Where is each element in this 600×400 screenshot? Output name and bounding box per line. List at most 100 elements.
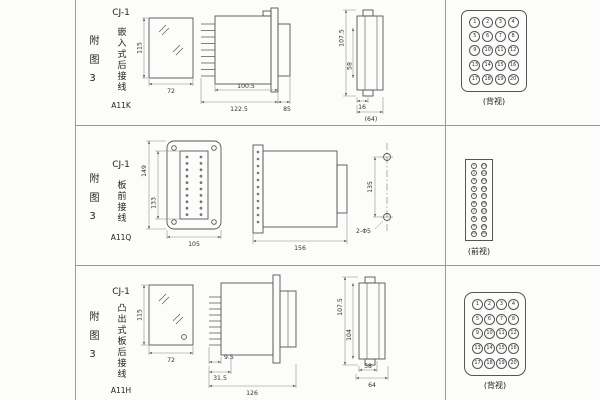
terminal-pin: 4 bbox=[471, 185, 477, 192]
row3-front-dim-lines bbox=[141, 284, 194, 355]
terminal-pin: 2 bbox=[471, 170, 477, 177]
terminal-pin: 20 bbox=[508, 357, 519, 369]
terminal-pin: 19 bbox=[496, 357, 507, 369]
model-code-row1: A11K bbox=[111, 101, 131, 110]
model-label-row3: CJ-1 凸出式板后接线 A11H bbox=[106, 287, 136, 395]
row3-dim-9-5: 9.5 bbox=[224, 354, 234, 361]
terminal-pin: 13 bbox=[481, 177, 487, 184]
row3-side-dim-lines bbox=[208, 347, 297, 388]
row3-dimension-drawings: 115 72 9.5 31.5 126 bbox=[137, 274, 389, 397]
terminal-pin: 9 bbox=[471, 223, 477, 230]
terminal-pin: 19 bbox=[494, 73, 506, 85]
terminal-pin: 7 bbox=[496, 313, 507, 325]
row1-dim-58: 58 bbox=[347, 62, 354, 70]
terminal-pin: 15 bbox=[496, 343, 507, 355]
terminal-pin: 1 bbox=[471, 162, 477, 169]
terminal-pin: 11 bbox=[494, 45, 506, 57]
terminal-pin: 19 bbox=[481, 223, 487, 230]
model-type-row1: 嵌入式后接线 bbox=[115, 26, 126, 93]
row2-front-view bbox=[166, 140, 222, 230]
row3-front-view bbox=[148, 284, 194, 346]
terminal-pin: 14 bbox=[481, 185, 487, 192]
row2-dim-135: 135 bbox=[367, 181, 374, 193]
row1-side-dim-lines bbox=[200, 77, 291, 104]
row2-dim-156: 156 bbox=[294, 245, 306, 252]
model-code-row3: A11H bbox=[110, 386, 132, 395]
terminal-pin: 6 bbox=[482, 31, 494, 43]
row1-dim-64: (64) bbox=[365, 116, 378, 123]
terminal-pin: 18 bbox=[481, 215, 487, 222]
row2-drilling-plan bbox=[373, 143, 393, 231]
row2-side-dim-lines bbox=[252, 214, 348, 244]
terminal-pin: 17 bbox=[472, 357, 483, 369]
terminal-pin: 8 bbox=[508, 313, 519, 325]
row3-dim-64: 64 bbox=[368, 382, 376, 389]
terminal-pin: 2 bbox=[484, 299, 495, 311]
row1-dim-72: 72 bbox=[167, 88, 175, 95]
row1-dim-122-5: 122.5 bbox=[230, 106, 248, 113]
terminal-pin: 1 bbox=[472, 299, 483, 311]
row3-dim-107-5: 107.5 bbox=[337, 298, 344, 316]
row1-dim-107-5: 107.5 bbox=[339, 29, 346, 47]
row1-terminal-view-label: (背视) bbox=[482, 97, 506, 106]
row2-dim-105: 105 bbox=[188, 241, 200, 248]
terminal-pin: 5 bbox=[471, 193, 477, 200]
terminal-pin: 6 bbox=[484, 313, 495, 325]
model-type-row2: 板前接线 bbox=[115, 179, 126, 224]
terminal-pin: 15 bbox=[494, 59, 506, 71]
terminal-pin: 8 bbox=[471, 215, 477, 222]
terminal-pin: 10 bbox=[482, 45, 494, 57]
terminal-pin: 14 bbox=[482, 59, 494, 71]
table-hline-row1 bbox=[75, 125, 600, 126]
terminal-pin: 2 bbox=[482, 17, 494, 29]
terminal-pin: 18 bbox=[484, 357, 495, 369]
appendix-label-row1: 附图3 bbox=[87, 35, 98, 93]
terminal-pin: 12 bbox=[481, 170, 487, 177]
terminal-pin: 6 bbox=[471, 200, 477, 207]
terminal-pin: 11 bbox=[496, 328, 507, 340]
terminal-pin: 4 bbox=[508, 299, 519, 311]
terminal-pin: 10 bbox=[484, 328, 495, 340]
terminal-pin: 20 bbox=[481, 231, 487, 238]
terminal-pin: 13 bbox=[469, 59, 481, 71]
terminal-pin: 9 bbox=[469, 45, 481, 57]
row3-dim-126: 126 bbox=[246, 390, 258, 397]
row3-side-view bbox=[209, 274, 297, 364]
row2-dim-149: 149 bbox=[141, 165, 148, 177]
row3-terminal-view-label: (背视) bbox=[483, 381, 507, 390]
row1-rear-dim-lines bbox=[343, 9, 384, 114]
terminal-pin: 9 bbox=[472, 328, 483, 340]
terminal-pin: 16 bbox=[508, 343, 519, 355]
terminal-pin: 16 bbox=[507, 59, 519, 71]
row2-dim-2-phi5: 2-Φ5 bbox=[356, 228, 371, 235]
terminal-pin: 14 bbox=[484, 343, 495, 355]
model-series-row1: CJ-1 bbox=[112, 8, 130, 18]
row1-rear-view bbox=[356, 9, 384, 97]
model-label-row2: CJ-1 板前接线 A11Q bbox=[106, 160, 136, 242]
model-code-row2: A11Q bbox=[110, 233, 132, 242]
row1-dim-115: 115 bbox=[137, 42, 144, 54]
row3-dim-72: 72 bbox=[167, 357, 175, 364]
terminal-pin: 7 bbox=[494, 31, 506, 43]
terminal-pin: 13 bbox=[472, 343, 483, 355]
terminal-pin: 12 bbox=[507, 45, 519, 57]
terminal-pin: 10 bbox=[471, 231, 477, 238]
terminal-pin: 17 bbox=[481, 208, 487, 215]
model-series-row3: CJ-1 bbox=[112, 287, 130, 297]
row2-dimension-drawings: 149 133 105 156 135 2-Φ5 bbox=[141, 140, 393, 252]
row2-terminal-view-label: (前视) bbox=[467, 247, 491, 256]
row1-dim-16: 16 bbox=[358, 104, 366, 111]
row2-dim-133: 133 bbox=[151, 197, 158, 209]
row1-side-view bbox=[201, 7, 291, 93]
terminal-pin: 18 bbox=[482, 73, 494, 85]
terminal-pin: 17 bbox=[469, 73, 481, 85]
terminal-pin: 5 bbox=[472, 313, 483, 325]
appendix-label-row2: 附图3 bbox=[87, 173, 98, 231]
table-vline-terminal-col bbox=[445, 0, 446, 400]
row1-front-view bbox=[148, 17, 194, 79]
terminal-pin: 1 bbox=[469, 17, 481, 29]
row3-dim-115: 115 bbox=[137, 309, 144, 321]
terminal-pin: 15 bbox=[481, 193, 487, 200]
